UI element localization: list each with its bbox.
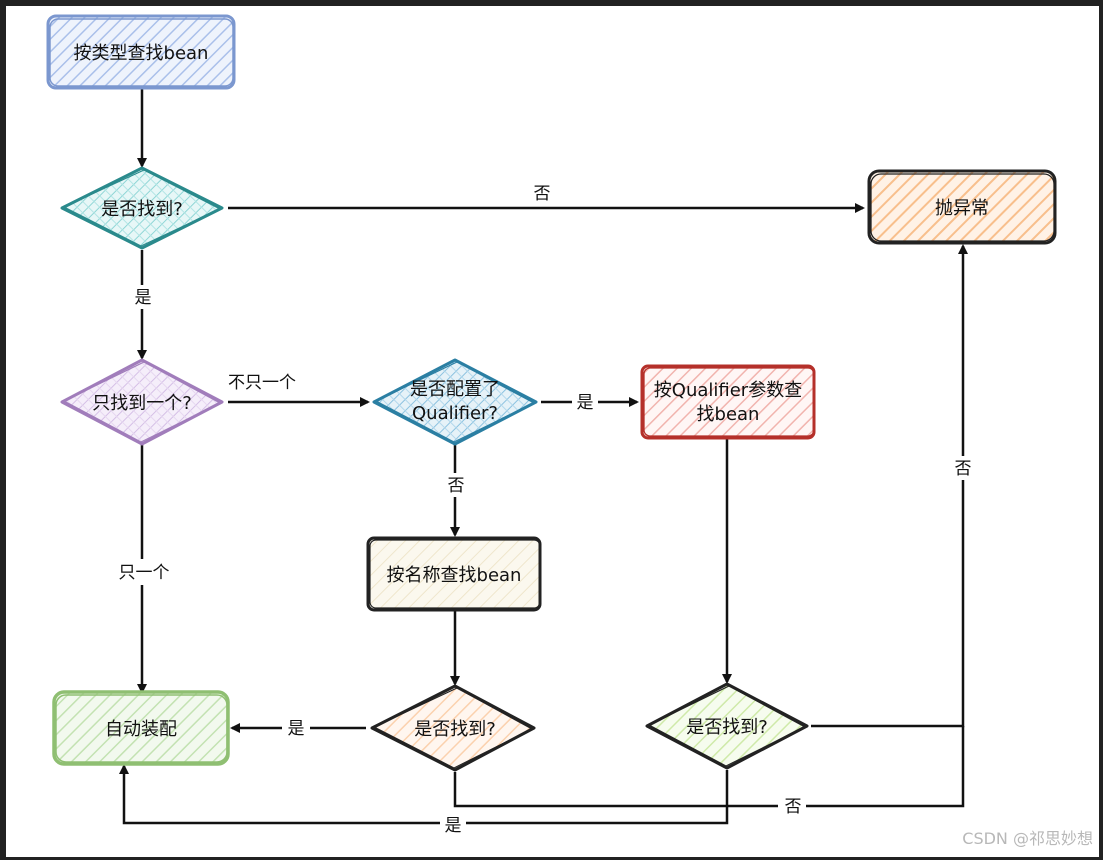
label-only-one-yes: 只一个 bbox=[119, 563, 170, 583]
node-qualifier-search-line2: 找bean bbox=[697, 404, 760, 425]
label-found2-no-bottom: 否 bbox=[785, 797, 802, 817]
label-found2-yes: 是 bbox=[288, 719, 305, 739]
node-throw-exception: 抛异常 bbox=[867, 169, 1057, 245]
node-find-by-name-text: 按名称查找bean bbox=[387, 565, 522, 586]
node-qualifier-search: 按Qualifier参数查 找bean bbox=[640, 364, 816, 440]
node-found-2-text: 是否找到? bbox=[414, 719, 496, 740]
edge-found3-yes-to-autowire bbox=[119, 764, 729, 825]
label-qualifier-yes: 是 bbox=[577, 393, 594, 413]
node-found-1: 是否找到? bbox=[60, 166, 224, 250]
flowchart-svg: 否 是 不只一个 是 否 只一个 是 否 否 是 按类型查找bean 是否找到?… bbox=[46, 14, 1093, 848]
node-found-2: 是否找到? bbox=[370, 684, 536, 772]
edge-found3-to-exception bbox=[811, 244, 968, 728]
node-autowire: 自动装配 bbox=[52, 690, 230, 766]
edge-found2-no-to-exception bbox=[453, 726, 965, 808]
node-throw-exception-text: 抛异常 bbox=[935, 198, 989, 219]
label-found3-no-right: 否 bbox=[955, 459, 972, 479]
node-only-one: 只找到一个? bbox=[60, 358, 224, 446]
edge-labels: 否 是 不只一个 是 否 只一个 是 否 否 是 bbox=[110, 184, 978, 836]
node-find-by-name: 按名称查找bean bbox=[366, 536, 542, 612]
label-found1-yes: 是 bbox=[135, 288, 152, 308]
label-not-only-one: 不只一个 bbox=[228, 373, 296, 393]
node-qualifier-configured: 是否配置了 Qualifier? bbox=[372, 358, 538, 446]
node-qualifier-configured-line2: Qualifier? bbox=[412, 403, 498, 424]
node-found-3: 是否找到? bbox=[645, 682, 809, 770]
label-found3-yes-bottom: 是 bbox=[445, 816, 462, 836]
node-find-by-type: 按类型查找bean bbox=[46, 14, 236, 90]
node-only-one-text: 只找到一个? bbox=[92, 393, 192, 414]
label-qualifier-no: 否 bbox=[448, 476, 465, 496]
node-found-3-text: 是否找到? bbox=[686, 717, 768, 738]
node-autowire-text: 自动装配 bbox=[105, 719, 177, 740]
node-qualifier-configured-line1: 是否配置了 bbox=[410, 379, 500, 400]
watermark: CSDN @祁思妙想 bbox=[962, 829, 1093, 848]
node-find-by-type-text: 按类型查找bean bbox=[74, 43, 209, 64]
flowchart-canvas: 否 是 不只一个 是 否 只一个 是 否 否 是 按类型查找bean 是否找到?… bbox=[6, 6, 1099, 857]
label-found1-no: 否 bbox=[534, 184, 551, 204]
node-found-1-text: 是否找到? bbox=[101, 199, 183, 220]
node-qualifier-search-line1: 按Qualifier参数查 bbox=[654, 380, 802, 401]
